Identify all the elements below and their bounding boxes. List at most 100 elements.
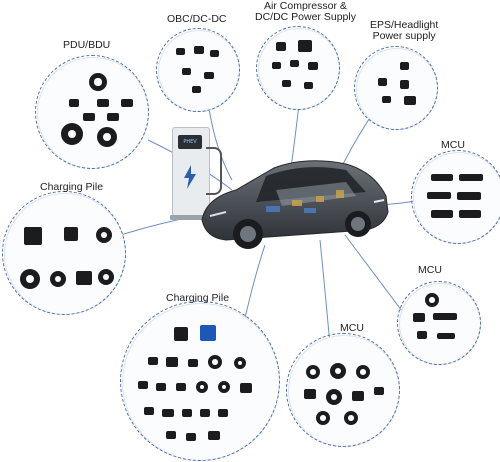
sensor-chip-icon (138, 381, 148, 389)
sensor-chip-icon (148, 357, 158, 365)
lightning-icon (182, 165, 198, 189)
pdu-bdu-ring (35, 55, 149, 169)
sensor-chip-icon (272, 62, 281, 69)
label-charging-pile-left: Charging Pile (40, 181, 104, 193)
mcu-lower-right-bubble (397, 281, 481, 365)
current-sensor-icon (330, 363, 346, 379)
charging-pile-left-ring (2, 191, 126, 315)
charger-cable (206, 147, 222, 195)
line-mcu-bottom (319, 239, 331, 346)
current-sensor-icon (196, 381, 208, 393)
sensor-chip-icon (166, 431, 176, 439)
label-charging-pile-bottom: Charging Pile (166, 292, 230, 304)
sensor-chip-icon (188, 359, 198, 367)
label-mcu-right: MCU (441, 139, 465, 151)
busbar-sensor-icon (459, 174, 483, 181)
sensor-chip-icon (417, 331, 427, 339)
sensor-chip-icon (210, 50, 219, 57)
label-mcu-lower-right: MCU (418, 264, 442, 276)
sensor-chip-icon (192, 86, 201, 93)
current-sensor-icon (425, 293, 439, 307)
obc-dcdc-ring (156, 28, 240, 112)
charger-screen: PHEV (178, 135, 202, 149)
sensor-chip-icon (162, 409, 174, 417)
sensor-chip-icon (308, 62, 318, 70)
busbar-sensor-icon (457, 192, 481, 200)
sensor-chip-icon (182, 68, 191, 75)
current-sensor-icon (20, 269, 40, 289)
current-sensor-icon (208, 355, 222, 369)
line-charging-pile-bottom (244, 244, 266, 319)
busbar-sensor-icon (427, 192, 451, 199)
sensor-chip-icon (200, 409, 210, 417)
obc-dcdc-bubble (156, 28, 240, 112)
sensor-chip-icon (186, 433, 196, 441)
sensor-chip-icon (282, 80, 291, 87)
mcu-right-bubble (411, 150, 500, 244)
sensor-chip-icon (204, 72, 214, 79)
mcu-lower-right-ring (397, 281, 481, 365)
sensor-chip-icon (404, 96, 416, 105)
mcu-bottom-ring (286, 333, 400, 447)
current-sensor-icon (356, 365, 370, 379)
pdu-bdu-bubble (35, 55, 149, 169)
sensor-chip-icon (400, 80, 409, 89)
charging-station: PHEV (170, 127, 222, 221)
sensor-chip-icon (208, 431, 220, 440)
current-sensor-icon (50, 271, 66, 287)
sensor-chip-icon (156, 383, 166, 391)
sensor-chip-icon (76, 271, 92, 285)
electric-car (196, 150, 392, 256)
current-sensor-icon (316, 411, 330, 425)
label-pdu-bdu: PDU/BDU (63, 39, 111, 51)
label-obc-dcdc: OBC/DC-DC (167, 13, 227, 25)
sensor-chip-icon (352, 391, 364, 401)
current-sensor-icon (89, 73, 107, 91)
sensor-chip-icon (166, 357, 178, 367)
sensor-chip-icon (182, 409, 192, 417)
sensor-chip-icon (240, 383, 252, 393)
charging-pile-bottom-bubble (120, 301, 280, 461)
sensor-chip-icon (174, 327, 188, 341)
label-mcu-bottom: MCU (340, 322, 364, 334)
charging-pile-bottom-ring (120, 301, 280, 461)
sensor-chip-icon (304, 82, 313, 89)
mcu-bottom-bubble (286, 333, 400, 447)
sensor-chip-icon (97, 99, 109, 107)
sensor-chip-icon (276, 42, 286, 51)
sensor-chip-icon (304, 389, 316, 399)
current-sensor-icon (24, 227, 42, 245)
busbar-sensor-icon (431, 174, 453, 181)
current-sensor-icon (326, 389, 342, 405)
sensor-chip-icon (378, 78, 387, 86)
busbar-sensor-icon (459, 210, 481, 218)
sensor-chip-icon (382, 96, 391, 103)
current-sensor-icon (344, 411, 358, 425)
charging-pile-left-bubble (2, 191, 126, 315)
sensor-chip-icon (290, 60, 299, 67)
current-sensor-icon (298, 40, 312, 52)
sensor-chip-icon (374, 387, 384, 395)
sensor-chip-icon (413, 313, 425, 322)
label-air-compressor: Air Compressor & DC/DC Power Supply (255, 0, 356, 23)
current-sensor-icon (306, 365, 320, 379)
busbar-sensor-icon (437, 333, 455, 339)
sensor-chip-icon (400, 62, 409, 70)
sensor-chip-icon (176, 48, 185, 55)
current-sensor-icon (61, 123, 83, 145)
current-sensor-icon (218, 381, 230, 393)
sensor-chip-icon (64, 227, 78, 241)
label-eps: EPS/Headlight Power supply (370, 19, 439, 42)
mcu-right-ring (411, 150, 500, 244)
relay-icon (200, 325, 216, 341)
charger-base (170, 215, 212, 220)
air-compressor-ring (256, 26, 340, 110)
sensor-chip-icon (121, 99, 133, 107)
sensor-chip-icon (69, 99, 79, 107)
sensor-chip-icon (107, 113, 119, 121)
air-compressor-bubble (256, 26, 340, 110)
current-sensor-icon (234, 357, 246, 369)
current-sensor-icon (96, 227, 112, 243)
sensor-chip-icon (144, 407, 154, 415)
current-sensor-icon (98, 269, 114, 285)
